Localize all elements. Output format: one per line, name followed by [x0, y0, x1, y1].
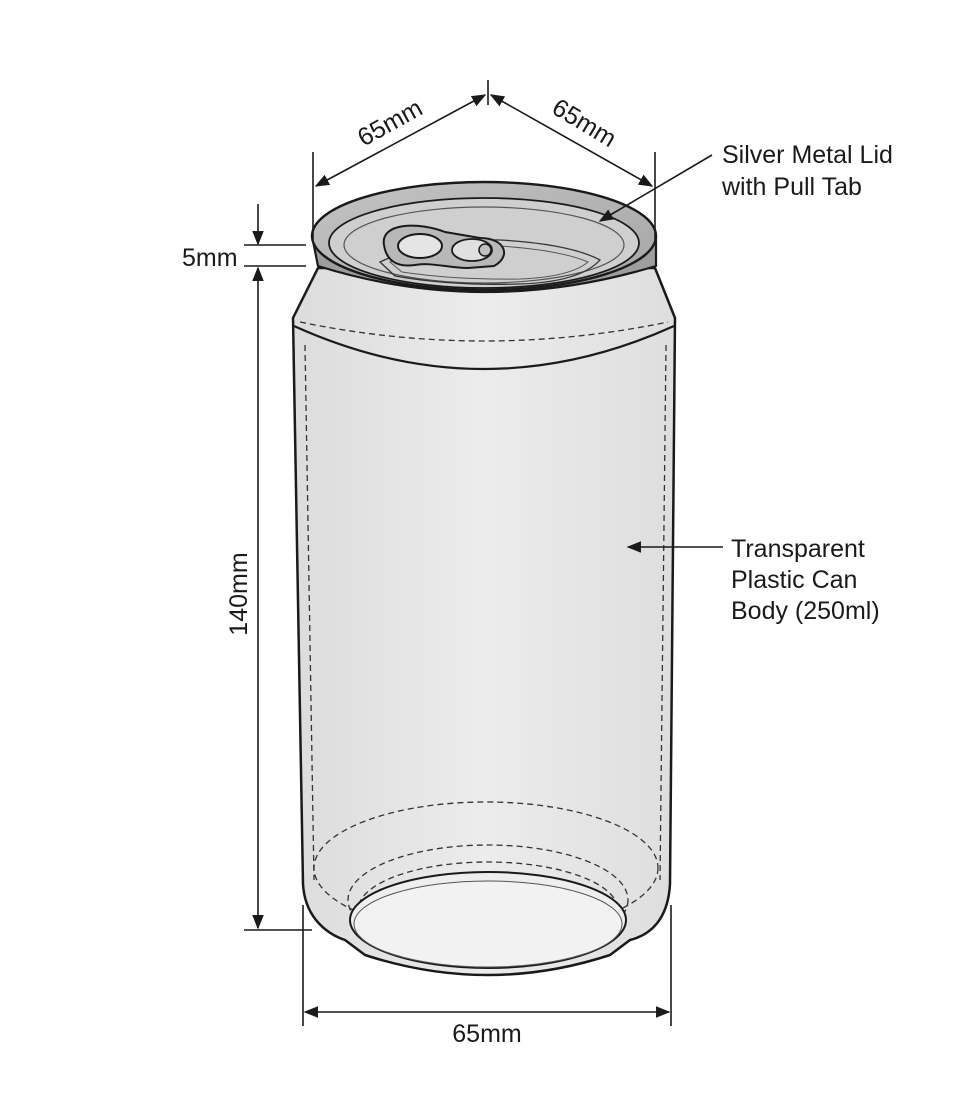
- callout-body-line-3: Body (250ml): [731, 597, 880, 625]
- dimension-lines: [244, 80, 723, 1026]
- shoulder-dashed-line: [299, 321, 669, 342]
- can-body: [291, 266, 677, 977]
- can-body-outline: [291, 266, 677, 977]
- callout-body-line-1: Transparent: [731, 535, 865, 563]
- dimension-label-body-height: 140mm: [225, 552, 253, 635]
- left-wall-dashed-line: [304, 344, 315, 881]
- dimension-arrow-top-right: [489, 94, 654, 187]
- dimension-label-lid-height: 5mm: [182, 244, 238, 272]
- dimension-label-top-right: 65mm: [547, 93, 621, 153]
- callout-lid-line-2: with Pull Tab: [721, 173, 862, 201]
- dimension-label-top-left: 65mm: [353, 94, 427, 152]
- right-wall-dashed-line: [659, 344, 667, 881]
- lid-recess-ring: [343, 206, 625, 284]
- neck-band-line: [293, 324, 675, 371]
- leader-line-lid: [598, 154, 713, 222]
- dimension-arrow-top-left: [314, 94, 487, 187]
- callout-body-line-2: Plastic Can: [731, 566, 857, 594]
- bottom-upper-dashed-ellipse: [313, 801, 659, 935]
- dimension-label-bottom-width: 65mm: [452, 1020, 521, 1048]
- pull-tab-icon: [382, 224, 505, 270]
- callout-lid-line-1: Silver Metal Lid: [722, 141, 893, 169]
- base-inner: [353, 880, 623, 968]
- can-lid: [310, 180, 658, 294]
